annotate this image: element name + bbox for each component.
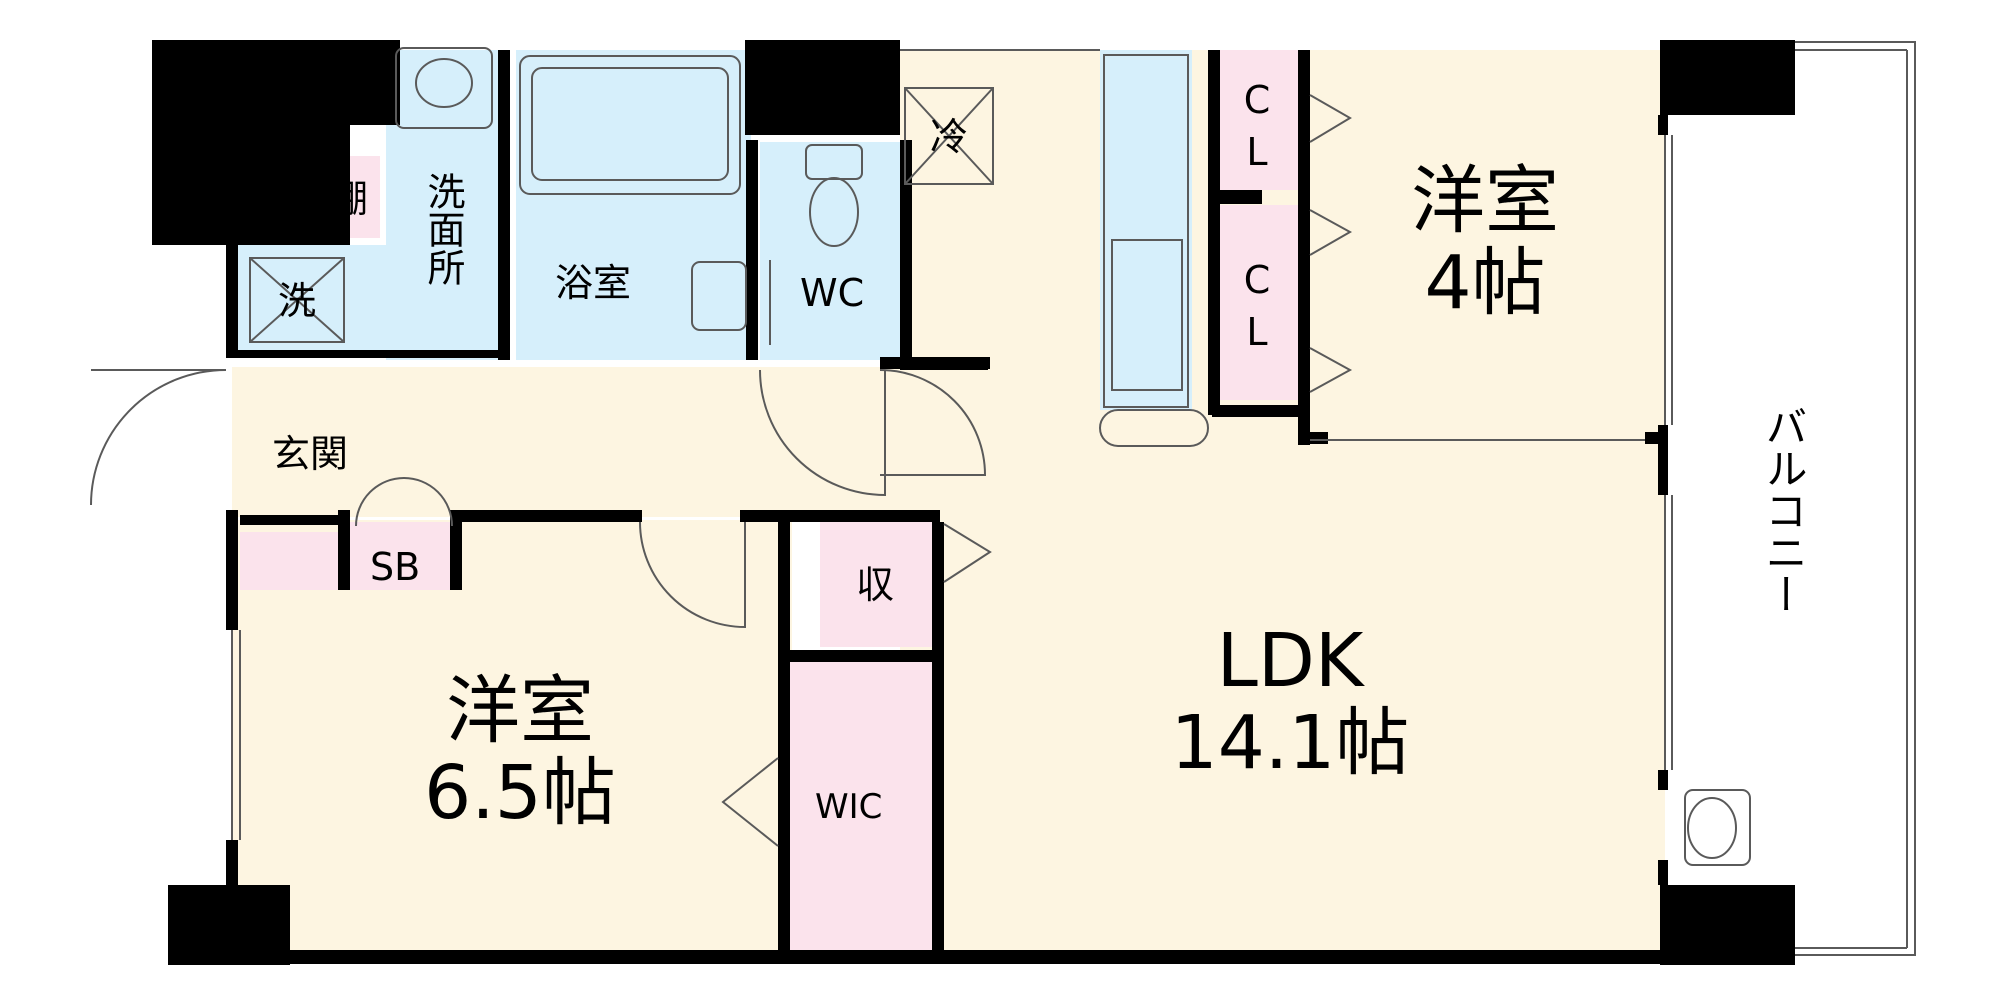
room-bath: 浴室 [555, 261, 632, 305]
room-size: 14.1帖 [1170, 700, 1410, 786]
walkway [900, 360, 988, 370]
refrigerator-space: 冷 [930, 115, 969, 159]
room-western-65: 洋室 6.5帖 [400, 670, 640, 834]
room-name: 洋室 [446, 668, 594, 754]
storage: 収 [856, 563, 895, 607]
closet-upper: CL [1235, 78, 1279, 182]
washer-space: 洗 [278, 279, 317, 323]
room-name: 洋室 [1411, 158, 1559, 244]
room-entrance: 玄関 [272, 432, 349, 476]
room-western-4: 洋室 4帖 [1385, 160, 1585, 324]
walk-in-closet: WIC [815, 787, 883, 827]
shoe-box: SB [370, 545, 421, 589]
room-name: LDK [1216, 618, 1364, 704]
room-size: 4帖 [1424, 240, 1546, 326]
balcony-label: バルコニー [1759, 405, 1808, 615]
room-ldk: LDK 14.1帖 [1150, 620, 1430, 784]
shelf: 棚 [330, 177, 369, 221]
fixtures [90, 41, 1916, 956]
floor-fills [232, 50, 1665, 950]
closet-lower: CL [1235, 258, 1279, 362]
room-washroom: 洗面所 [421, 172, 465, 286]
room-wc: WC [800, 271, 865, 315]
room-size: 6.5帖 [424, 750, 616, 836]
